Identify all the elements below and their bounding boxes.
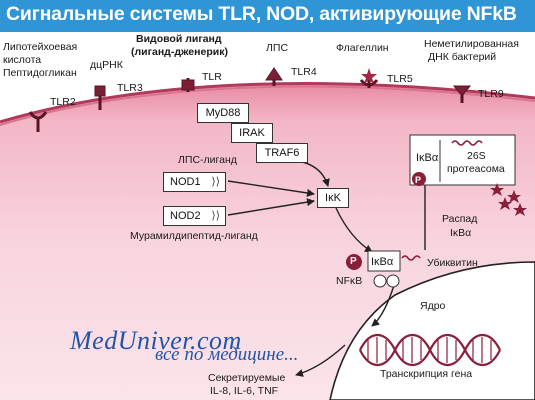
- arrow-nod1-ikk: [227, 180, 315, 197]
- ligand-acid: кислота: [3, 54, 42, 66]
- phosphate-marker-proteasome: [412, 172, 426, 186]
- ubiquitin-chain: [401, 255, 421, 261]
- secreted-label-2: IL-8, IL-6, TNF: [210, 385, 279, 397]
- ikk-box: IκK: [317, 188, 349, 208]
- phosphate-label: P: [350, 256, 357, 267]
- receptor-tlr5: TLR5: [387, 73, 413, 85]
- nfkb-label: NFκB: [336, 275, 363, 287]
- ikba-label: IκBα: [371, 256, 394, 268]
- ligand-unmethylated: Неметилированная: [424, 38, 519, 50]
- cell-membrane: [0, 82, 535, 124]
- nod2-wave-icon: ⟩⟩: [211, 210, 220, 222]
- ligand-flagellin: Флагеллин: [336, 42, 389, 54]
- receptor-tlr: TLR: [202, 71, 222, 83]
- nod2-ligand-label: Мурамилдипептид-лиганд: [130, 230, 258, 242]
- tlr-receptor: [181, 78, 195, 92]
- nod1-label: NOD1: [170, 176, 201, 188]
- proteasome-label-1: 26S: [467, 150, 486, 162]
- ligand-species: Видовой лиганд: [136, 33, 222, 45]
- tlr2-receptor: [28, 111, 48, 132]
- traf6-box: TRAF6: [256, 143, 308, 163]
- degradation-label-1: Распад: [442, 213, 478, 225]
- proteasome-ikba-label: IκBα: [416, 152, 439, 164]
- watermark-slogan: все по медицине...: [155, 344, 299, 365]
- degradation-label-2: IκBα: [450, 227, 472, 239]
- nod1-box: NOD1 ⟩⟩: [163, 172, 226, 192]
- arrow-nod2-ikk: [227, 198, 315, 216]
- nod2-label: NOD2: [170, 210, 201, 222]
- tlr5-receptor: [359, 68, 379, 88]
- ligand-dsrna: дцРНК: [90, 59, 123, 71]
- receptor-tlr9: TLR9: [478, 88, 504, 100]
- ubiquitin-label: Убиквитин: [427, 257, 478, 269]
- phosphate-marker: [346, 254, 362, 270]
- tlr4-receptor: [265, 67, 283, 86]
- arrow-secretion: [295, 344, 346, 377]
- nfkb-subunit-right: [386, 274, 400, 288]
- ligand-peptidoglycan: Пептидогликан: [3, 67, 77, 79]
- ligand-bacterial-dna: ДНК бактерий: [428, 51, 497, 63]
- ligand-lps: ЛПС: [266, 42, 289, 54]
- transcription-label: Транскрипция гена: [380, 368, 473, 380]
- arrow-ikk-ikba: [335, 207, 373, 253]
- ligand-species-sub: (лиганд-дженерик): [131, 46, 228, 58]
- irak-box: IRAK: [231, 123, 273, 143]
- receptor-tlr2: TLR2: [50, 96, 76, 108]
- receptor-tlr4: TLR4: [291, 66, 317, 78]
- myd88-box: MyD88: [197, 103, 249, 123]
- tlr9-receptor: [452, 85, 472, 103]
- page-title: Сигнальные системы TLR, NOD, активирующи…: [6, 3, 517, 25]
- watermark-logo: MedUniver.com: [70, 326, 242, 355]
- secreted-label-1: Секретируемые: [208, 372, 286, 384]
- nod1-ligand-label: ЛПС-лиганд: [178, 154, 237, 166]
- tlr3-receptor: [94, 85, 106, 110]
- nucleus-label: Ядро: [420, 300, 446, 312]
- dna-helix: [359, 333, 501, 367]
- ligand-lipoteichoic: Липотейхоевая: [3, 41, 78, 53]
- nod1-wave-icon: ⟩⟩: [211, 176, 220, 188]
- title-bar: Сигнальные системы TLR, NOD, активирующи…: [0, 0, 535, 32]
- proteasome: [409, 134, 516, 186]
- proteasome-label-2: протеасома: [447, 163, 505, 175]
- nod2-box: NOD2 ⟩⟩: [163, 206, 226, 226]
- ikba-box: [367, 250, 401, 272]
- proteasome-phosphate-label: P: [415, 175, 422, 185]
- nfkb-subunit-left: [373, 274, 387, 288]
- degradation-fragments: [490, 183, 527, 216]
- receptor-tlr3: TLR3: [117, 82, 143, 94]
